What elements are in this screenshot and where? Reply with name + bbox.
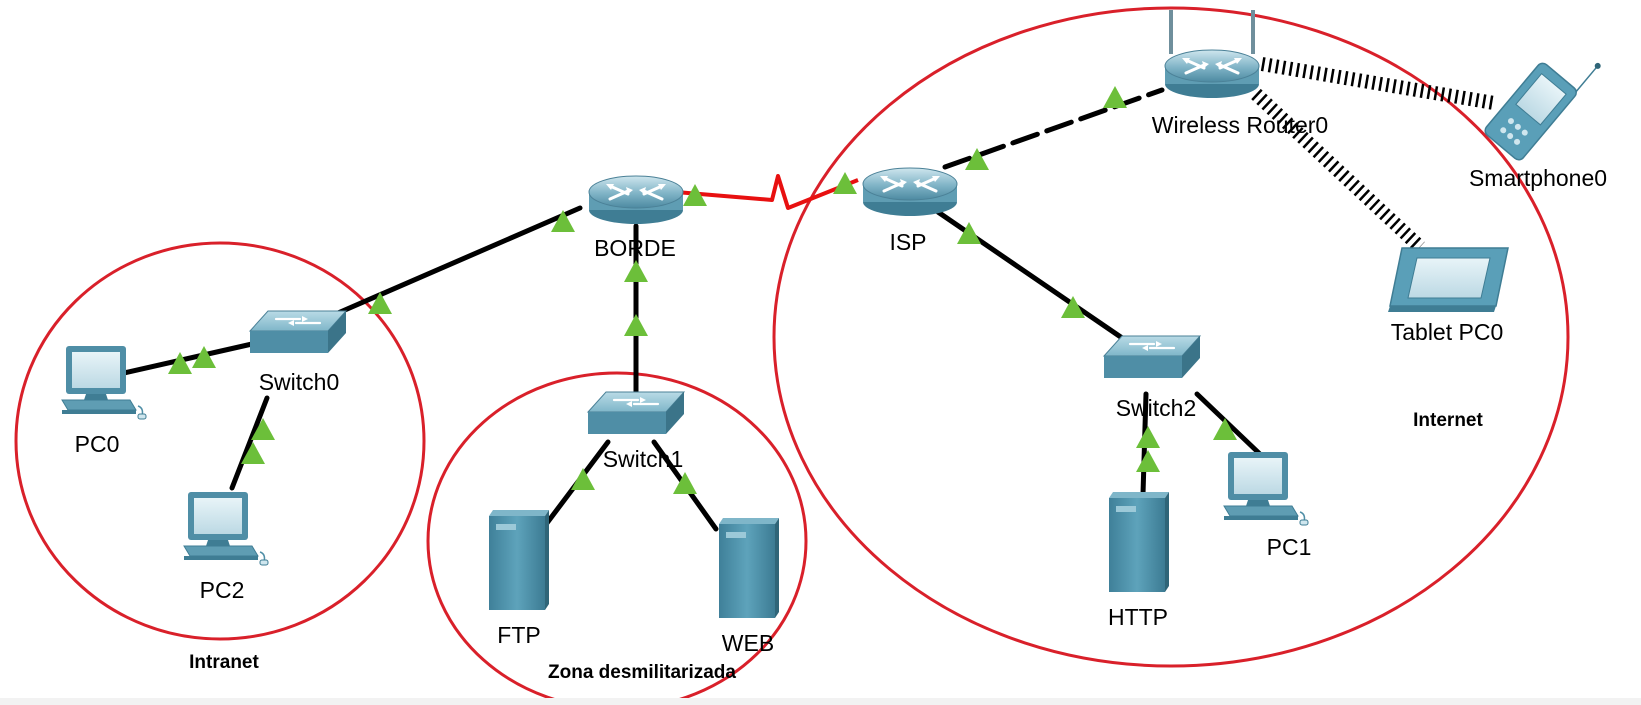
device-label-pc1: PC1 bbox=[1267, 534, 1312, 560]
switch-icon bbox=[1102, 334, 1202, 380]
device-label-isp: ISP bbox=[889, 229, 926, 255]
link-switch2-pc1 bbox=[1194, 391, 1265, 459]
link-up-icon bbox=[1136, 426, 1160, 448]
wireless-link-smartphone bbox=[1260, 57, 1496, 110]
link-status-indicators bbox=[168, 86, 1237, 494]
server-icon bbox=[1109, 492, 1169, 592]
zone-labels: Intranet Zona desmilitarizada Internet bbox=[189, 410, 1483, 683]
zone-label-intranet: Intranet bbox=[189, 652, 259, 673]
smartphone-icon bbox=[1484, 62, 1601, 161]
router-icon bbox=[587, 174, 685, 226]
pc-icon bbox=[1223, 451, 1309, 526]
tablet-icon bbox=[1388, 247, 1509, 312]
dmz-zone-outline bbox=[426, 371, 808, 705]
device-label-tablet: Tablet PC0 bbox=[1391, 319, 1504, 345]
device-label-ftp: FTP bbox=[497, 622, 540, 648]
server-icon bbox=[489, 510, 549, 610]
link-up-icon bbox=[241, 442, 265, 464]
link-switch0-pc2 bbox=[229, 395, 270, 491]
device-label-web: WEB bbox=[722, 630, 774, 656]
link-up-icon bbox=[673, 472, 697, 494]
device-isp[interactable] bbox=[861, 166, 959, 218]
link-up-icon bbox=[957, 222, 981, 244]
link-up-icon bbox=[551, 210, 575, 232]
wireless-router-icon bbox=[1163, 10, 1261, 100]
link-up-icon bbox=[1213, 418, 1237, 440]
device-smartphone[interactable] bbox=[1483, 34, 1602, 163]
device-label-borde: BORDE bbox=[594, 235, 676, 261]
link-up-icon bbox=[1103, 86, 1127, 108]
device-switch1[interactable] bbox=[586, 390, 686, 436]
intranet-zone-outline bbox=[14, 241, 426, 641]
device-labels: BORDE ISP Wireless Router0 Smartphone0 T… bbox=[75, 112, 1607, 656]
link-up-icon bbox=[833, 172, 857, 194]
device-label-switch1: Switch1 bbox=[603, 446, 684, 472]
server-icon bbox=[719, 518, 779, 618]
link-up-icon bbox=[168, 352, 192, 374]
device-wireless-router[interactable] bbox=[1163, 10, 1261, 100]
device-label-switch2: Switch2 bbox=[1116, 395, 1197, 421]
device-pc1[interactable] bbox=[1223, 451, 1309, 526]
link-up-icon bbox=[624, 314, 648, 336]
link-up-icon bbox=[965, 148, 989, 170]
device-label-pc0: PC0 bbox=[75, 431, 120, 457]
link-up-icon bbox=[251, 418, 275, 440]
zone-label-internet: Internet bbox=[1413, 410, 1483, 431]
device-switch2[interactable] bbox=[1102, 334, 1202, 380]
link-up-icon bbox=[571, 468, 595, 490]
pc-icon bbox=[183, 491, 269, 566]
switch-icon bbox=[248, 309, 348, 355]
device-tablet[interactable] bbox=[1388, 247, 1509, 312]
pc-icon bbox=[61, 345, 147, 420]
router-icon bbox=[861, 166, 959, 218]
bottom-strip bbox=[0, 698, 1641, 705]
link-switch0-borde bbox=[335, 205, 583, 316]
device-label-http: HTTP bbox=[1108, 604, 1168, 630]
device-pc0[interactable] bbox=[61, 345, 147, 420]
device-web[interactable] bbox=[719, 518, 779, 618]
zone-label-dmz: Zona desmilitarizada bbox=[548, 662, 736, 683]
link-up-icon bbox=[1061, 296, 1085, 318]
link-up-icon bbox=[683, 184, 707, 206]
device-pc2[interactable] bbox=[183, 491, 269, 566]
device-http[interactable] bbox=[1109, 492, 1169, 592]
link-up-icon bbox=[1136, 450, 1160, 472]
device-borde[interactable] bbox=[587, 174, 685, 226]
zone-outlines bbox=[14, 6, 1570, 705]
link-pc0-switch0 bbox=[121, 341, 255, 376]
wireless-links bbox=[1251, 57, 1496, 253]
device-label-pc2: PC2 bbox=[200, 577, 245, 603]
serial-link-borde-isp bbox=[675, 174, 859, 210]
link-isp-wireless-router bbox=[942, 87, 1165, 170]
device-label-switch0: Switch0 bbox=[259, 369, 340, 395]
link-up-icon bbox=[192, 346, 216, 368]
device-label-smartphone: Smartphone0 bbox=[1469, 165, 1607, 191]
link-up-icon bbox=[624, 260, 648, 282]
device-label-wireless-router: Wireless Router0 bbox=[1152, 112, 1328, 138]
link-up-icon bbox=[368, 292, 392, 314]
wireless-link-tablet bbox=[1251, 88, 1425, 253]
links bbox=[121, 87, 1265, 532]
switch-icon bbox=[586, 390, 686, 436]
internet-zone-outline bbox=[772, 6, 1570, 668]
device-ftp[interactable] bbox=[489, 510, 549, 610]
device-switch0[interactable] bbox=[248, 309, 348, 355]
